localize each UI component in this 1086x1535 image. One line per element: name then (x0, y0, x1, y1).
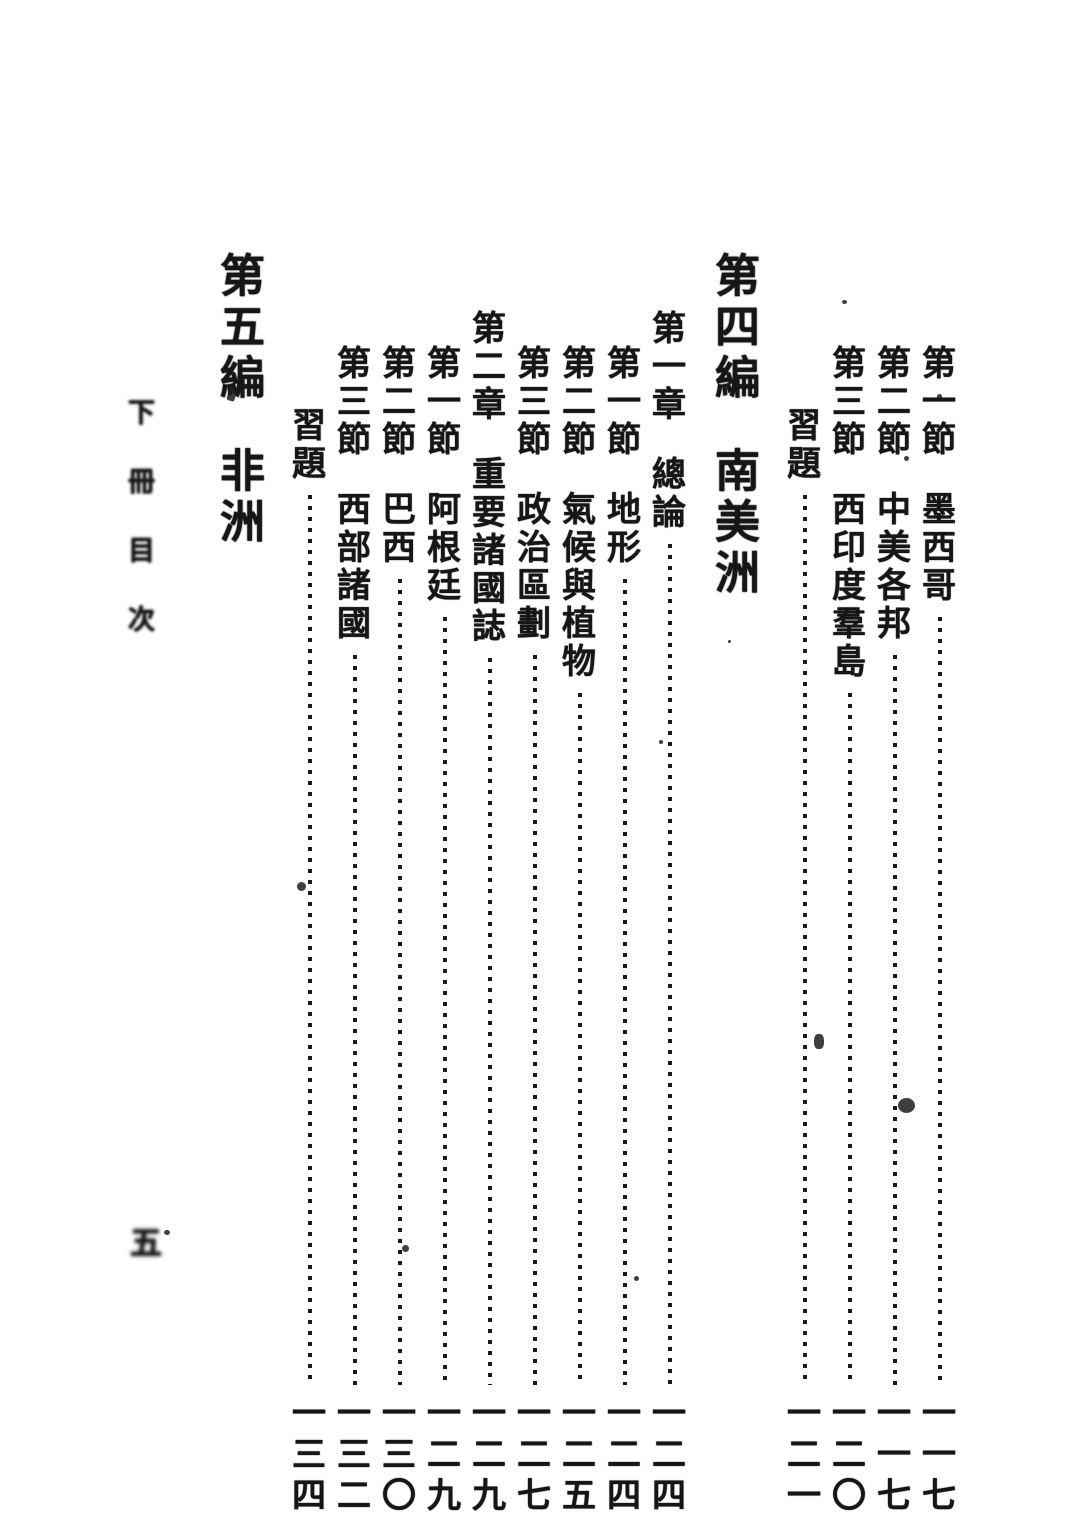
dotted-leader (380, 567, 420, 1395)
entry-title: 政治區劃 (511, 491, 549, 643)
entry-title: 重要諸國誌 (466, 456, 504, 646)
page-number: 一二九 (421, 1395, 459, 1518)
entry-label: 第一節 (421, 345, 459, 459)
entry-label: 第二節 (556, 345, 594, 459)
page-number: 一二四 (601, 1395, 639, 1518)
label-title-gap (380, 459, 420, 491)
label-title-gap (470, 424, 510, 456)
entry-title: 南美洲 (708, 447, 758, 600)
toc-entry-9: 第三節政治區劃一二七 (511, 250, 555, 1518)
entry-label: 第二節 (871, 345, 909, 459)
dotted-leader (920, 605, 960, 1395)
dotted-leader (425, 605, 465, 1395)
toc-entry-3: 第三節西印度羣島一二〇 (826, 250, 870, 1518)
ink-speck (659, 740, 663, 744)
toc-entry-1: 第一節墨西哥一一七 (916, 250, 960, 1518)
folio-mark: 五 (130, 1225, 163, 1261)
ink-speck (164, 1230, 170, 1235)
page-number: 一二九 (466, 1395, 504, 1518)
entry-label: 第一節 (916, 345, 954, 459)
entry-title: 地形 (601, 491, 639, 567)
dotted-leader (605, 567, 645, 1395)
page-number: 一二五 (556, 1395, 594, 1518)
ink-speck (814, 1034, 824, 1049)
entry-title: 中美各邦 (871, 491, 909, 643)
toc-entry-10: 第二章重要諸國誌一二九 (466, 250, 510, 1518)
entry-label: 第四編 (708, 252, 758, 405)
label-title-gap (830, 459, 870, 491)
label-title-gap (875, 459, 915, 491)
dotted-leader (560, 681, 600, 1395)
entry-title: 氣候與植物 (556, 491, 594, 681)
entry-title: 墨西哥 (916, 491, 954, 605)
toc-entry-12: 第二節巴西一三〇 (376, 250, 420, 1518)
entry-title: 西部諸國 (331, 491, 369, 643)
label-title-gap (708, 405, 766, 447)
entry-title: 總論 (646, 456, 684, 532)
label-title-gap (560, 459, 600, 491)
entry-title: 非洲 (213, 447, 263, 549)
entry-label: 習題 (781, 407, 819, 483)
entry-label: 習題 (286, 407, 324, 483)
entry-label: 第三節 (331, 345, 369, 459)
page-number: 一三四 (286, 1395, 324, 1518)
ink-speck (634, 1276, 639, 1281)
page-number: 一二〇 (826, 1395, 864, 1518)
entry-title: 西印度羣島 (826, 491, 864, 681)
toc-entry-2: 第二節中美各邦一一七 (871, 250, 915, 1518)
toc-entry-6: 第一章總論一二四 (646, 250, 690, 1518)
page-number: 一三〇 (376, 1395, 414, 1518)
dotted-leader (650, 532, 690, 1395)
entry-label: 第一章 (646, 310, 684, 424)
toc-entry-11: 第一節阿根廷一二九 (421, 250, 465, 1518)
label-title-gap (605, 459, 645, 491)
dotted-leader (515, 643, 555, 1395)
dotted-leader (875, 643, 915, 1395)
entry-label: 第三節 (511, 345, 549, 459)
ink-speck (297, 882, 306, 891)
entry-label: 第二章 (466, 310, 504, 424)
toc-entry-15: 第五編非洲 (213, 250, 271, 1518)
toc-entry-5: 第四編南美洲 (708, 250, 766, 1518)
toc-entry-7: 第一節地形一二四 (601, 250, 645, 1518)
page-number: 一二七 (511, 1395, 549, 1518)
entry-label: 第二節 (376, 345, 414, 459)
label-title-gap (650, 424, 690, 456)
ink-speck (842, 300, 847, 304)
margin-caption: 下冊目次 (124, 398, 154, 674)
dotted-leader (785, 483, 825, 1395)
page-number: 一三二 (331, 1395, 369, 1518)
page-number: 一一七 (871, 1395, 909, 1518)
toc-entry-14: 習題一三四 (286, 250, 330, 1518)
entry-label: 第五編 (213, 252, 263, 405)
label-title-gap (920, 459, 960, 491)
ink-speck (937, 394, 942, 399)
entry-label: 第三節 (826, 345, 864, 459)
dotted-leader (335, 643, 375, 1395)
label-title-gap (213, 405, 271, 447)
ink-speck (402, 1245, 409, 1252)
ink-speck (898, 1098, 915, 1113)
entry-title: 阿根廷 (421, 491, 459, 605)
dotted-leader (830, 681, 870, 1395)
label-title-gap (425, 459, 465, 491)
dotted-leader (290, 483, 330, 1395)
label-title-gap (335, 459, 375, 491)
ink-speck (904, 456, 909, 461)
toc-entry-4: 習題一二一 (781, 250, 825, 1518)
page-number: 一二一 (781, 1395, 819, 1518)
entry-title: 巴西 (376, 491, 414, 567)
page-number: 一二四 (646, 1395, 684, 1518)
toc-entry-13: 第三節西部諸國一三二 (331, 250, 375, 1518)
dotted-leader (470, 646, 510, 1395)
label-title-gap (515, 459, 555, 491)
page-number: 一一七 (916, 1395, 954, 1518)
toc-columns: 第一節墨西哥一一七第二節中美各邦一一七第三節西印度羣島一二〇習題一二一第四編南美… (197, 250, 962, 1518)
toc-entry-8: 第二節氣候與植物一二五 (556, 250, 600, 1518)
entry-label: 第一節 (601, 345, 639, 459)
ink-speck (728, 640, 731, 643)
